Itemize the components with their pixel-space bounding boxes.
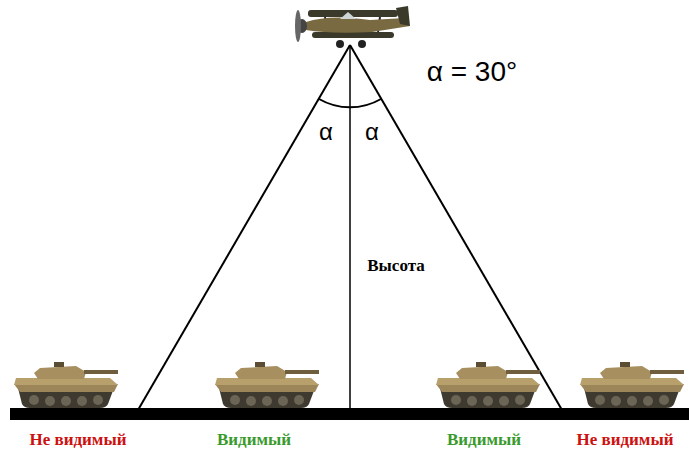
angle-value: α = 30° [427, 57, 517, 88]
status-label: Видимый [447, 431, 521, 450]
ground [10, 408, 689, 420]
tank [14, 362, 118, 408]
status-label: Видимый [217, 431, 291, 450]
sight-line [350, 45, 562, 410]
status-label: Не видимый [29, 431, 126, 450]
plane [295, 6, 410, 48]
height-line [349, 45, 351, 410]
tank [436, 362, 540, 408]
angle-symbol: α [319, 119, 333, 145]
tank [580, 362, 684, 408]
angle-arc [319, 99, 381, 107]
angle-symbol: α [365, 119, 379, 145]
height-label: Высота [367, 257, 425, 276]
sight-line [138, 45, 350, 410]
status-label: Не видимый [576, 431, 673, 450]
tank [215, 362, 319, 408]
